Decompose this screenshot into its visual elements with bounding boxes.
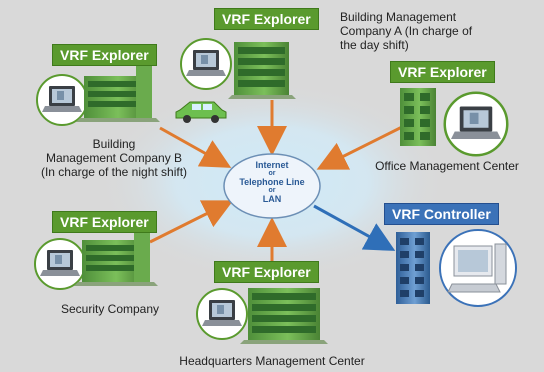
security-node xyxy=(34,228,158,290)
hub-line-internet: Internet xyxy=(255,160,289,170)
hub-label: Internet or Telephone Line or LAN xyxy=(218,160,326,204)
arrow-controller xyxy=(313,204,396,251)
hub-line-lan: LAN xyxy=(262,194,282,204)
company-a-caption: Building Management Company A (In charge… xyxy=(340,10,473,52)
office-explorer-tag: VRF Explorer xyxy=(390,61,495,83)
company-a-explorer-tag: VRF Explorer xyxy=(214,8,319,30)
laptop-icon xyxy=(36,74,88,126)
hub-line-telephone: Telephone Line xyxy=(239,177,305,187)
headquarters-caption: Headquarters Management Center xyxy=(179,354,365,368)
office-caption: Office Management Center xyxy=(375,159,519,173)
laptop-icon xyxy=(34,238,86,290)
security-explorer-tag: VRF Explorer xyxy=(52,211,157,233)
company-b-caption: Building Management Company B (In charge… xyxy=(40,137,188,179)
car-icon xyxy=(175,101,227,123)
arrow-security xyxy=(149,200,234,244)
arrow-office xyxy=(316,124,405,170)
office-node xyxy=(400,88,509,157)
arrow-company-b xyxy=(159,126,232,168)
hub-or-1: or xyxy=(268,170,276,177)
controller-node xyxy=(396,229,517,307)
laptop-icon xyxy=(196,288,248,340)
hub-ellipse xyxy=(223,153,321,219)
company-b-node xyxy=(36,64,160,126)
company-b-explorer-tag: VRF Explorer xyxy=(52,44,157,66)
headquarters-node xyxy=(196,288,328,344)
controller-tag: VRF Controller xyxy=(384,203,499,225)
connection-arrows xyxy=(149,100,405,262)
laptop-icon xyxy=(180,38,232,90)
company-a-node xyxy=(180,38,296,99)
security-caption: Security Company xyxy=(60,302,160,316)
headquarters-explorer-tag: VRF Explorer xyxy=(214,261,319,283)
laptop-icon xyxy=(443,91,509,157)
hub-or-2: or xyxy=(268,187,276,194)
